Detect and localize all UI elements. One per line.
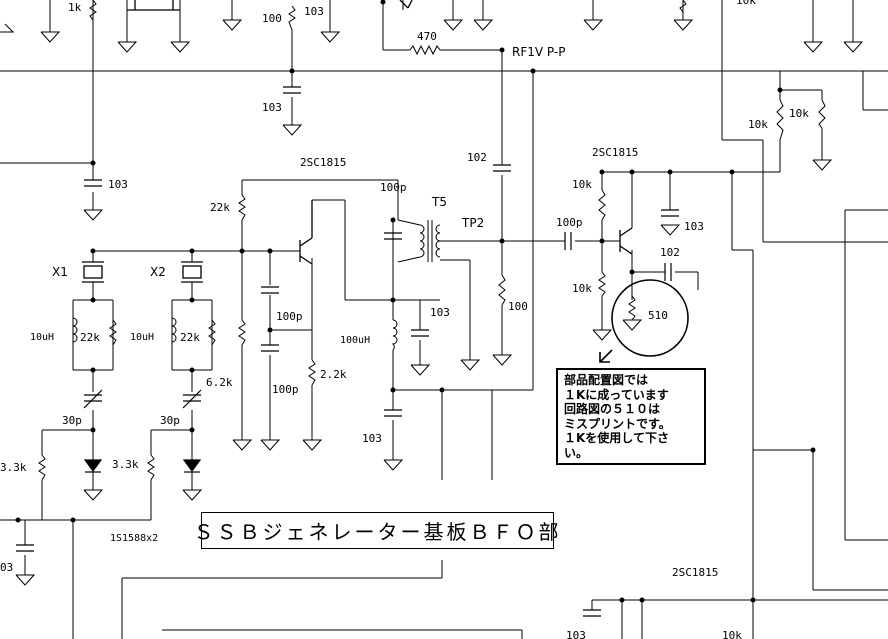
label-transistor-2sc1815-c: 2SC1815: [672, 566, 718, 579]
errata-note-line: １Kを使用して下さ: [564, 431, 669, 445]
label-t5: T5: [431, 195, 447, 209]
label-c-103-c: 103: [430, 306, 450, 319]
label-l-100uh: 100uH: [340, 335, 370, 346]
resistor-6-2k: [238, 319, 246, 346]
resistor-10k-a: [598, 189, 606, 221]
resistor-100-mid: [498, 274, 506, 306]
resistor-10k-c: [776, 99, 784, 141]
label-c-100p-d: 100p: [272, 383, 299, 396]
label-c-100p-c: 100p: [276, 310, 303, 323]
label-r-10k-e: 10k: [722, 629, 742, 639]
errata-note-line: い。: [564, 445, 589, 460]
resistor-100-top: [288, 5, 296, 31]
label-c-103-d: 103: [362, 432, 382, 445]
label-r-22k: 22k: [210, 201, 230, 214]
resistor-top-right: [679, 0, 687, 13]
diagram-title: ＳＳＢジェネレーター基板ＢＦＯ部: [193, 520, 562, 544]
resistor-3-3k-1: [38, 454, 46, 481]
label-c-103-e: 103: [566, 629, 586, 639]
label-c-03: 03: [0, 561, 13, 574]
label-r-6-2k: 6.2k: [206, 376, 233, 389]
label-l-10uh-1: 10uH: [30, 332, 54, 343]
errata-note-line: ミスプリントです。: [564, 416, 671, 431]
errata-note-line: １Kに成っています: [564, 387, 669, 402]
errata-note-line: 回路図の５１０は: [564, 402, 661, 416]
label-r-10k-c: 10k: [572, 178, 592, 191]
errata-note-line: 部品配置図では: [564, 373, 649, 387]
junction-dots: [15, 0, 816, 603]
label-c-103-top: 103: [304, 5, 324, 18]
labels: 1k 100 103 103 470 RF1V P-P 103 2SC1815 …: [0, 0, 809, 639]
label-r-10k-f: 10k: [736, 0, 756, 7]
resistor-22k: [238, 194, 246, 221]
label-r-10k-b: 10k: [789, 107, 809, 120]
label-r-1k-top: 1k: [68, 1, 82, 14]
label-c-103-mid: 103: [262, 101, 282, 114]
crystals: [82, 261, 203, 283]
resistors: [38, 0, 826, 481]
label-rf-level: RF1V P-P: [512, 45, 565, 59]
label-r-470: 470: [417, 30, 437, 43]
diagram-title-box: ＳＳＢジェネレーター基板ＢＦＯ部: [194, 512, 559, 549]
grounds: [0, 19, 864, 586]
resistor-10k-d: [818, 99, 826, 129]
label-l-10uh-2: 10uH: [130, 332, 154, 343]
label-r-10k-d: 10k: [572, 282, 592, 295]
resistor-22k-1: [109, 319, 117, 346]
label-r-100-b: 100: [508, 300, 528, 313]
errata-note: 部品配置図では １Kに成っています 回路図の５１０は ミスプリントです。 １Kを…: [556, 368, 706, 465]
inductor-10uh-1: [72, 317, 78, 343]
label-transistor-2sc1815-b: 2SC1815: [592, 146, 638, 159]
label-r-510: 510: [648, 309, 668, 322]
diodes: [83, 459, 202, 473]
label-c-30p-1: 30p: [62, 414, 82, 427]
inductor-100uh: [391, 319, 398, 351]
resistor-22k-2: [208, 319, 216, 346]
resistor-1k-top: [89, 0, 97, 21]
resistor-470: [409, 44, 441, 56]
label-r-3-3k-2: 3.3k: [112, 458, 139, 471]
label-c-103-r: 103: [684, 220, 704, 233]
label-transistor-2sc1815-a: 2SC1815: [300, 156, 346, 169]
label-diodes: 1S1588x2: [110, 533, 158, 544]
transistors: [127, 0, 633, 265]
resistor-3-3k-2: [147, 454, 155, 481]
label-x1: X1: [52, 265, 68, 279]
highlight-circle: [599, 279, 689, 363]
label-tp2: TP2: [461, 216, 484, 230]
resistor-510: [628, 295, 636, 321]
label-r-10k-a: 10k: [748, 118, 768, 131]
capacitors: [16, 86, 679, 617]
t5-primary: [419, 224, 425, 258]
resistor-2-2k: [308, 359, 316, 386]
t5-secondary: [435, 224, 441, 258]
label-c-100p-t5: 100p: [380, 181, 407, 194]
label-r-100: 100: [262, 12, 282, 25]
label-x2: X2: [150, 265, 166, 279]
label-c-100p-b: 100p: [556, 216, 583, 229]
inductors: [72, 219, 441, 351]
label-r-3-3k-1: 3.3k: [0, 461, 27, 474]
inductor-10uh-2: [171, 317, 177, 343]
label-r-22k-1: 22k: [80, 331, 100, 344]
label-r-22k-2: 22k: [180, 331, 200, 344]
resistor-10k-b: [598, 271, 606, 297]
label-c-102-b: 102: [660, 246, 680, 259]
label-r-2-2k: 2.2k: [320, 368, 347, 381]
label-c-30p-2: 30p: [160, 414, 180, 427]
label-c-102-a: 102: [467, 151, 487, 164]
label-c-103-left: 103: [108, 178, 128, 191]
